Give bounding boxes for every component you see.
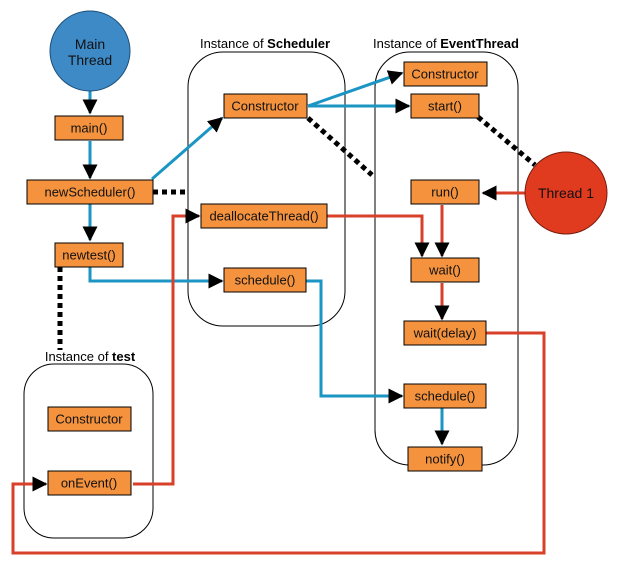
eventthread-notify-box[interactable]: notify() — [407, 446, 483, 472]
svg-text:schedule(): schedule() — [235, 273, 296, 288]
svg-text:Constructor: Constructor — [231, 99, 299, 114]
svg-text:wait(): wait() — [428, 263, 461, 278]
main-thread-label-line2: Thread — [68, 52, 112, 68]
scheduler-instance-container — [187, 51, 346, 327]
scheduler-deallocatethread-box[interactable]: deallocateThread() — [200, 203, 328, 229]
association-constructor-eventthread — [306, 116, 374, 177]
svg-text:main(): main() — [71, 121, 108, 136]
eventthread-constructor-box[interactable]: Constructor — [403, 61, 488, 87]
svg-text:newScheduler(): newScheduler() — [44, 185, 135, 200]
flow-newscheduler-to-scheduler-constructor — [151, 116, 224, 181]
svg-text:start(): start() — [428, 99, 462, 114]
eventthread-instance-title: Instance of EventThread — [373, 36, 519, 51]
eventthread-wait-box[interactable]: wait() — [410, 257, 480, 283]
flow-waitdelay-to-onevent — [11, 331, 546, 555]
svg-text:newtest(): newtest() — [62, 248, 115, 263]
flow-newtest-to-schedule — [88, 267, 224, 289]
main-method-box[interactable]: main() — [54, 115, 124, 141]
newtest-method-box[interactable]: newtest() — [54, 242, 124, 268]
main-thread-node: Main Thread — [49, 10, 131, 92]
svg-text:schedule(): schedule() — [415, 389, 476, 404]
test-constructor-box[interactable]: Constructor — [47, 406, 132, 432]
association-start-thread1 — [476, 115, 537, 167]
test-onevent-box[interactable]: onEvent() — [47, 470, 132, 496]
flow-schedule-to-et-schedule — [306, 279, 404, 404]
main-thread-label-line1: Main — [75, 36, 105, 52]
flow-onevent-to-deallocate — [133, 208, 201, 486]
flow-deallocate-to-wait — [327, 214, 430, 258]
svg-text:wait(delay): wait(delay) — [413, 326, 477, 341]
eventthread-waitdelay-box[interactable]: wait(delay) — [403, 320, 487, 346]
thread1-node: Thread 1 — [524, 151, 608, 235]
scheduler-schedule-box[interactable]: schedule() — [223, 267, 307, 293]
test-instance-title: Instance of test — [45, 349, 136, 364]
svg-text:Constructor: Constructor — [55, 412, 123, 427]
svg-text:Constructor: Constructor — [411, 67, 479, 82]
eventthread-schedule-box[interactable]: schedule() — [403, 383, 487, 409]
svg-text:run(): run() — [431, 185, 458, 200]
svg-text:onEvent(): onEvent() — [61, 476, 117, 491]
newscheduler-method-box[interactable]: newScheduler() — [26, 179, 154, 205]
eventthread-start-box[interactable]: start() — [410, 93, 480, 119]
thread1-label: Thread 1 — [538, 185, 594, 201]
test-instance-container — [23, 363, 154, 539]
scheduler-constructor-box[interactable]: Constructor — [223, 93, 308, 119]
svg-text:notify(): notify() — [425, 452, 465, 467]
scheduler-instance-title: Instance of Scheduler — [200, 36, 330, 51]
eventthread-run-box[interactable]: run() — [410, 179, 480, 205]
flow-constructor-to-et-constructor — [307, 70, 404, 108]
svg-text:deallocateThread(): deallocateThread() — [209, 209, 318, 224]
